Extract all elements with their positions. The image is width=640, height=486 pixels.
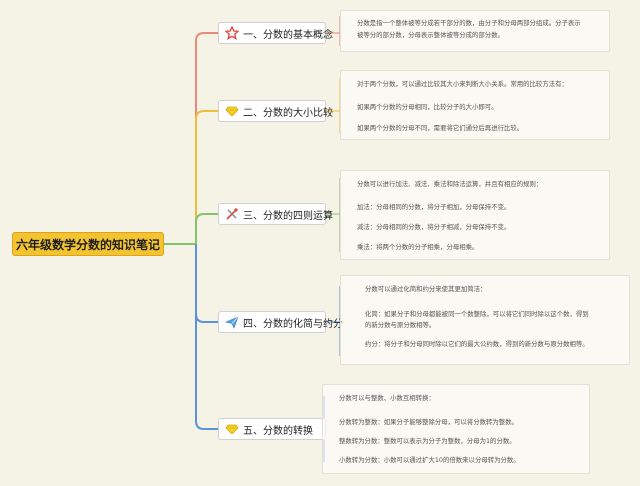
notes-panel-4: 分数可以通过化简和约分来使其更加简洁： 化简：如果分子和分母都能被同一个数整除，… [340,275,630,365]
branch-connector-5 [195,244,218,430]
note-line: 加法：分母相同的分数，将分子相加，分母保持不变。 [357,203,511,211]
note-line: 如果两个分数的分母不同，需要将它们通分后再进行比较。 [357,124,524,132]
branch-connector-3 [195,213,218,244]
note-line: 分数是指一个整体被等分成若干部分的数，由分子和分母两部分组成。分子表示 [357,19,581,27]
topic-node-5[interactable]: 五、分数的转换 [218,418,326,440]
branch-connector-2 [195,110,218,244]
star-outline-icon [224,25,240,40]
note-line: 减法：分母相同的分数，将分子相减，分母保持不变。 [357,223,511,231]
topic-label: 三、分数的四则运算 [243,210,333,222]
note-line: 小数转为分数：小数可以通过扩大10的倍数来以分母转为分数。 [339,456,520,464]
topic-node-3[interactable]: 三、分数的四则运算 [218,203,333,225]
topic-label: 四、分数的化简与约分 [243,318,343,330]
note-line: 对于两个分数，可以通过比较其大小来判断大小关系。常用的比较方法有： [357,80,568,88]
note-line: 如果两个分数的分母相同，比较分子的大小即可。 [357,103,498,111]
note-line: 被等分的部分数，分母表示整体被等分成的部分数。 [357,31,504,39]
diamond-icon [225,422,239,436]
root-title: 六年级数学分数的知识笔记 [15,237,160,252]
topic-node-2[interactable]: 二、分数的大小比较 [218,100,333,122]
note-line: 分数转为整数：如果分子能够整除分母，可以将分数转为整数。 [339,418,518,426]
note-line: 约分：将分子和分母同时除以它们的最大公约数，得到的新分数与原分数相等。 [365,340,589,348]
notes-panel-2: 对于两个分数，可以通过比较其大小来判断大小关系。常用的比较方法有： 如果两个分数… [340,70,610,140]
topic-node-4[interactable]: 四、分数的化简与约分 [218,311,343,333]
root-node[interactable]: 六年级数学分数的知识笔记 [12,232,164,256]
paper-plane-icon [225,315,239,329]
note-line: 的新分数与原分数相等。 [365,321,436,329]
topic-node-1[interactable]: 一、分数的基本概念 [218,22,333,44]
note-line: 分数可以进行加法、减法、乘法和除法运算，并且有相应的规则： [357,180,543,188]
branch-connector-1 [195,32,218,244]
note-line: 化简：如果分子和分母都能被同一个数整除，可以将它们同时除以这个数，得到 [365,310,589,318]
branch-connector-4 [195,244,218,323]
topic-label: 二、分数的大小比较 [243,107,333,119]
notes-panel-3: 分数可以进行加法、减法、乘法和除法运算，并且有相应的规则： 加法：分母相同的分数… [340,170,610,260]
note-line: 乘法：将两个分数的分子相乘，分母相乘。 [357,243,479,251]
notes-panel-5: 分数可以与整数、小数互相转换： 分数转为整数：如果分子能够整除分母，可以将分数转… [322,384,590,474]
note-line: 分数可以通过化简和约分来使其更加简洁： [365,285,487,293]
topic-label: 一、分数的基本概念 [243,29,333,41]
diamond-icon [225,104,239,118]
notes-panel-1: 分数是指一个整体被等分成若干部分的数，由分子和分母两部分组成。分子表示 被等分的… [340,10,610,52]
note-line: 整数转为分数：整数可以表示为分子为整数，分母为1的分数。 [339,437,516,445]
topic-label: 五、分数的转换 [243,425,313,437]
note-line: 分数可以与整数、小数互相转换： [339,394,435,402]
tools-icon [225,207,239,221]
